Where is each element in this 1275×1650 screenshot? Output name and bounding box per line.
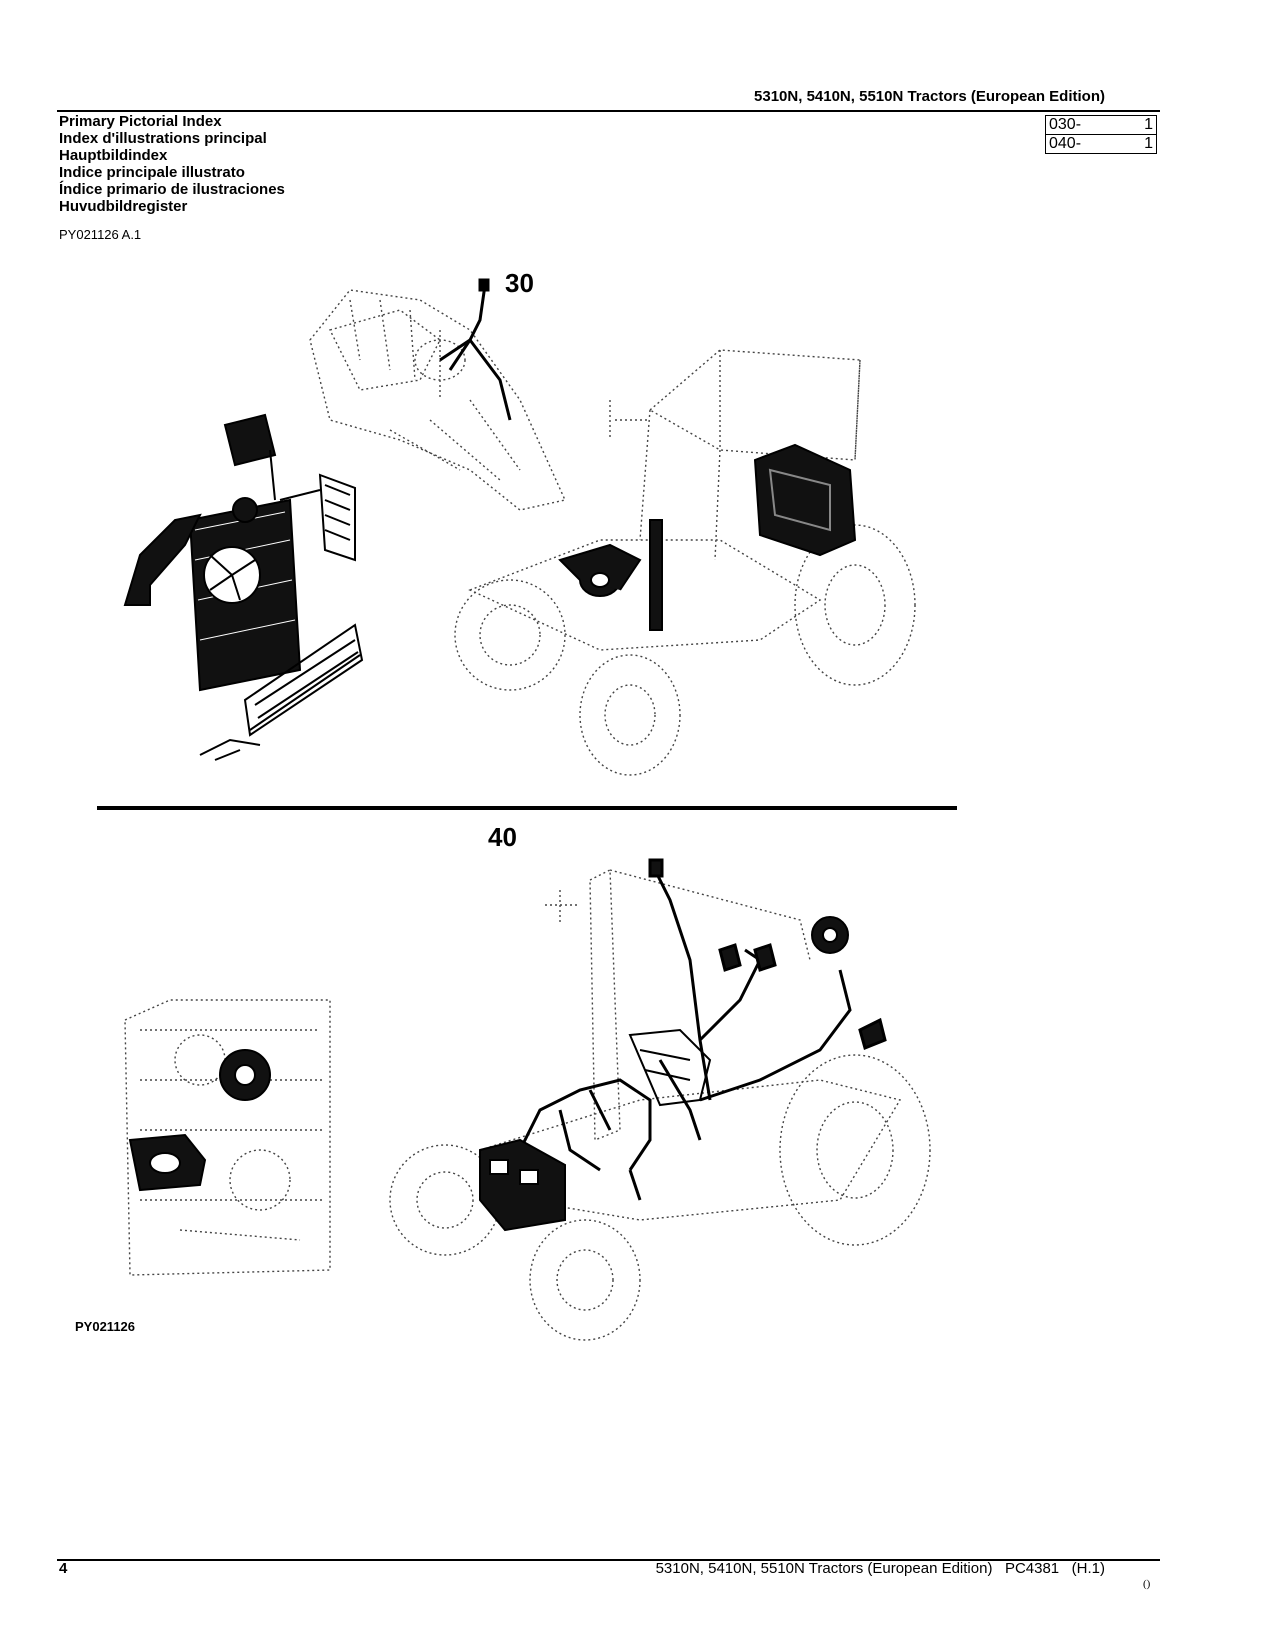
illustration-code: PY021126 (75, 1319, 135, 1334)
cab-heater-unit (753, 443, 857, 557)
air-filter (558, 543, 642, 597)
section-page-table: 030- 1 040- 1 (1044, 115, 1157, 154)
main-wiring-harness (518, 858, 887, 1201)
index-title-en: Primary Pictorial Index (59, 113, 222, 130)
work-light (811, 916, 849, 954)
starter-motor (128, 1133, 207, 1192)
alternator (219, 1049, 271, 1101)
steering-console (628, 1028, 712, 1107)
section-row-040[interactable]: 040- 1 (1044, 134, 1157, 154)
index-title-sv: Huvudbildregister (59, 198, 188, 215)
header-rule (57, 110, 1160, 112)
index-title-fr: Index d'illustrations principal (59, 130, 267, 147)
section-30-label[interactable]: 30 (505, 268, 534, 298)
wiring-harness-30 (439, 278, 512, 421)
index-titles: Primary Pictorial Index Index d'illustra… (59, 113, 285, 215)
footer-page-number: 4 (59, 1560, 68, 1577)
section-page: 1 (1124, 134, 1157, 154)
battery-box (479, 1138, 566, 1232)
exhaust-pipe (649, 519, 663, 631)
section-code: 040- (1044, 134, 1125, 154)
tractor-outline-30 (454, 349, 916, 776)
footer-title: 5310N, 5410N, 5510N Tractors (European E… (655, 1560, 1105, 1577)
index-title-de: Hauptbildindex (59, 147, 168, 164)
footer-rule (57, 1559, 1160, 1561)
figure-reference: PY021126 A.1 (59, 227, 142, 242)
footer-mark: () (1143, 1578, 1151, 1590)
index-title-it: Indice principale illustrato (59, 164, 245, 181)
section-40-label[interactable]: 40 (488, 822, 517, 852)
radiator-assembly (123, 413, 364, 761)
index-title-es: Índice primario de ilustraciones (59, 181, 285, 198)
engine-outline-30 (309, 289, 566, 511)
document-header-title: 5310N, 5410N, 5510N Tractors (European E… (754, 88, 1105, 105)
